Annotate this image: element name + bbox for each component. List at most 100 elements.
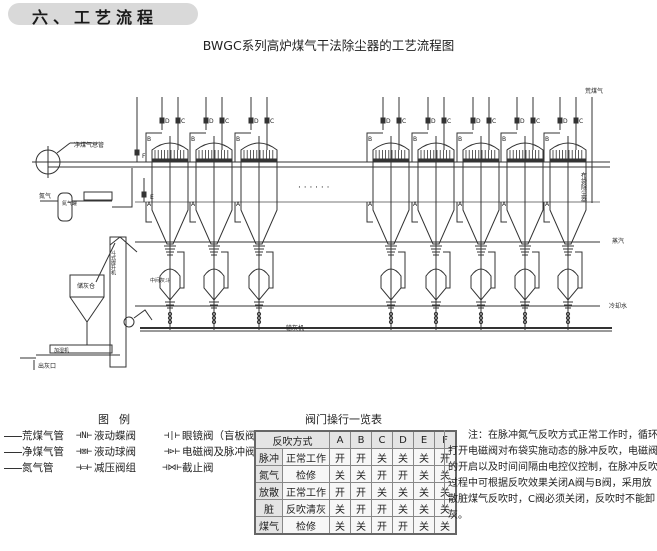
valve-label-c: C (270, 118, 274, 125)
valve-label-c: C (492, 118, 496, 125)
valve-label-d: D (386, 118, 391, 125)
discharge-valve-icon (433, 319, 439, 325)
conveyor-drive (133, 309, 153, 321)
valve-state: 关 (413, 482, 435, 500)
legend-row: 氮气管 ⊣▭⊢减压阀组 ⊣⋈⊢截止阀 (4, 460, 266, 476)
legend-label: 截止阀 (182, 462, 214, 474)
label-cooling-water: 冷却水 (609, 302, 627, 310)
pipe-a (411, 202, 418, 223)
bypass-pipe (443, 251, 451, 289)
header-col: C (371, 430, 393, 449)
legend-title: 图例 (98, 413, 140, 426)
valve-label-a: A (502, 201, 507, 208)
legend-label: 液动球阀 (94, 446, 136, 458)
intermediate-ash-tank (159, 268, 181, 301)
discharge-valve-icon (167, 311, 173, 317)
valve-label-a: A (236, 201, 241, 208)
valve-d-icon (159, 117, 165, 124)
nitrogen-supply-pipe (112, 168, 133, 208)
valve-state: 关 (413, 516, 435, 535)
ash-silo-cone (69, 296, 105, 323)
valve-state: 开 (371, 465, 393, 483)
valve-label-d: D (563, 118, 568, 125)
solenoid-pulse-valve-icon: ⊣⊳⊢ (163, 447, 181, 457)
intermediate-ash-tank (203, 268, 225, 301)
discharge-valve-icon (478, 311, 484, 317)
section-title: 六、工艺流程 (32, 8, 159, 27)
valve-c-icon (396, 117, 402, 124)
valve-label-b: B (236, 136, 240, 143)
pipe-b (543, 132, 560, 162)
bypass-pipe (177, 251, 185, 289)
table-row: 脉冲 正常工作 开 开 关 关 关 开 (254, 448, 457, 466)
section-header: 六、工艺流程 (8, 3, 198, 27)
pipe-b (189, 132, 206, 162)
valve-label-c: C (181, 118, 185, 125)
valve-state: 关 (413, 448, 435, 466)
nitrogen-tank (57, 192, 73, 222)
valve-label-b: B (502, 136, 506, 143)
valve-d-icon (557, 117, 563, 124)
valve-label-f: F (142, 153, 146, 160)
valve-label-c: C (579, 118, 583, 125)
pipe-a (189, 202, 196, 223)
legend-label: 液动蝶阀 (94, 430, 136, 442)
valve-operation-table: 反吹方式 A B C D E F 脉冲 正常工作 开 开 关 关 关 开 氮气 … (254, 430, 457, 535)
valve-label-d: D (431, 118, 436, 125)
tube-sheet (240, 158, 278, 163)
discharge-valve-icon (256, 315, 262, 321)
valve-d-icon (380, 117, 386, 124)
pipe-a (234, 202, 241, 223)
valve-c-icon (530, 117, 536, 124)
bypass-pipe (398, 251, 406, 289)
header-col: D (392, 430, 414, 449)
discharge-valve-icon (522, 315, 528, 321)
discharge-valve-icon (388, 319, 394, 325)
pipe-b (456, 132, 473, 162)
bypass-pipe (221, 251, 229, 289)
valve-state: 关 (329, 499, 351, 517)
bypass-pipe (575, 251, 583, 289)
operation-note: 注：在脉冲氮气反吹方式正常工作时，循环打开电磁阀对布袋实施动态的脉冲反吹，电磁阀… (444, 428, 657, 524)
group-label: 脉冲 (254, 448, 283, 466)
legend-label: 氮气管 (22, 462, 54, 474)
valve-state: 关 (413, 499, 435, 517)
label-nitrogen: 氮气 (39, 192, 51, 200)
valve-label-b: B (413, 136, 417, 143)
pipe-b (411, 132, 428, 162)
row-label: 正常工作 (282, 448, 330, 466)
tube-sheet (372, 158, 410, 163)
legend-label: 眼镜阀（盲板阀） (182, 430, 266, 442)
discharge-valve-icon (433, 311, 439, 317)
header-col: B (350, 430, 372, 449)
valve-state: 关 (434, 499, 457, 517)
valve-d-icon (514, 117, 520, 124)
valve-state: 关 (434, 465, 457, 483)
valve-label-b: B (368, 136, 372, 143)
pipe-b (234, 132, 251, 162)
diagram-title: BWGC系列高炉煤气干法除尘器的工艺流程图 (202, 38, 455, 53)
tube-sheet (151, 158, 189, 163)
pipe-a (500, 202, 507, 223)
hydraulic-butterfly-valve-icon: ⊣N⊢ (75, 431, 93, 441)
intermediate-ash-tank (425, 268, 447, 301)
label-ash-outlet: 出灰口 (38, 362, 56, 370)
valve-label-b: B (147, 136, 151, 143)
intermediate-ash-tank (380, 268, 402, 301)
tube-sheet (417, 158, 455, 163)
valve-label-d: D (209, 118, 214, 125)
tube-sheet (506, 158, 544, 163)
valve-state: 开 (350, 499, 372, 517)
tube-sheet (195, 158, 233, 163)
legend: 荒煤气管 ⊣N⊢液动蝶阀 ⊣|⊢眼镜阀（盲板阀） 净煤气管 ⊣⊠⊢液动球阀 ⊣⊳… (4, 428, 266, 476)
discharge-valve-icon (211, 315, 217, 321)
discharge-valve-icon (565, 315, 571, 321)
label-humidifier: 加湿机 (54, 347, 69, 354)
bucket-elevator (109, 236, 127, 368)
valve-label-c: C (536, 118, 540, 125)
valve-state: 关 (392, 448, 414, 466)
valve-state: 开 (350, 448, 372, 466)
valve-c-icon (573, 117, 579, 124)
valve-state: 开 (392, 465, 414, 483)
